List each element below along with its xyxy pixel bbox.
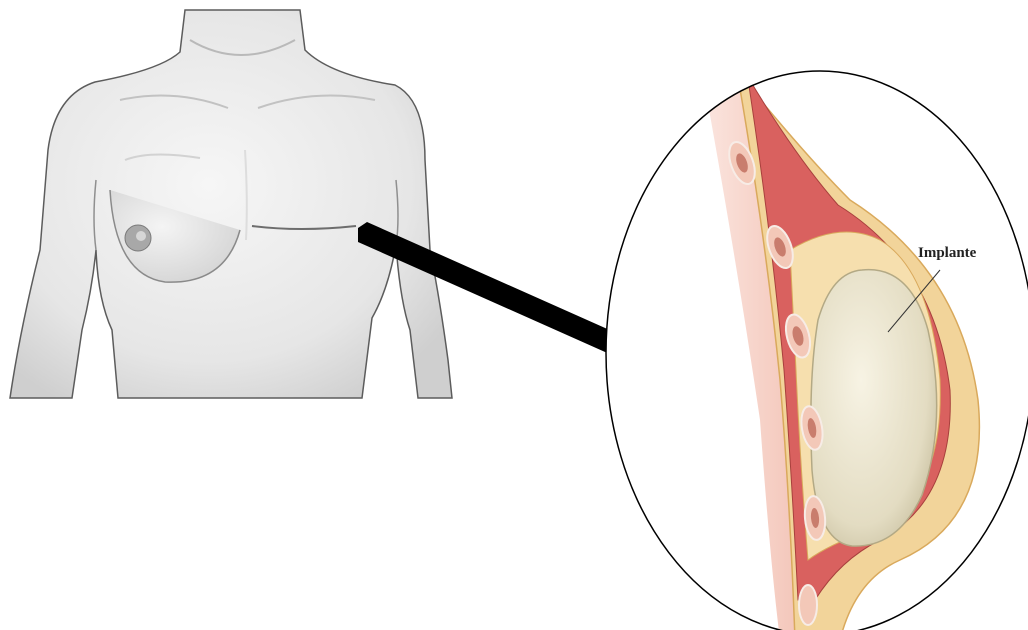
cross-section [600,60,1028,630]
torso-body [10,10,452,398]
rib [799,585,817,625]
torso-figure [10,10,452,398]
implant-label: Implante [918,245,976,262]
nipple [136,231,146,241]
breast-implant [811,270,937,546]
